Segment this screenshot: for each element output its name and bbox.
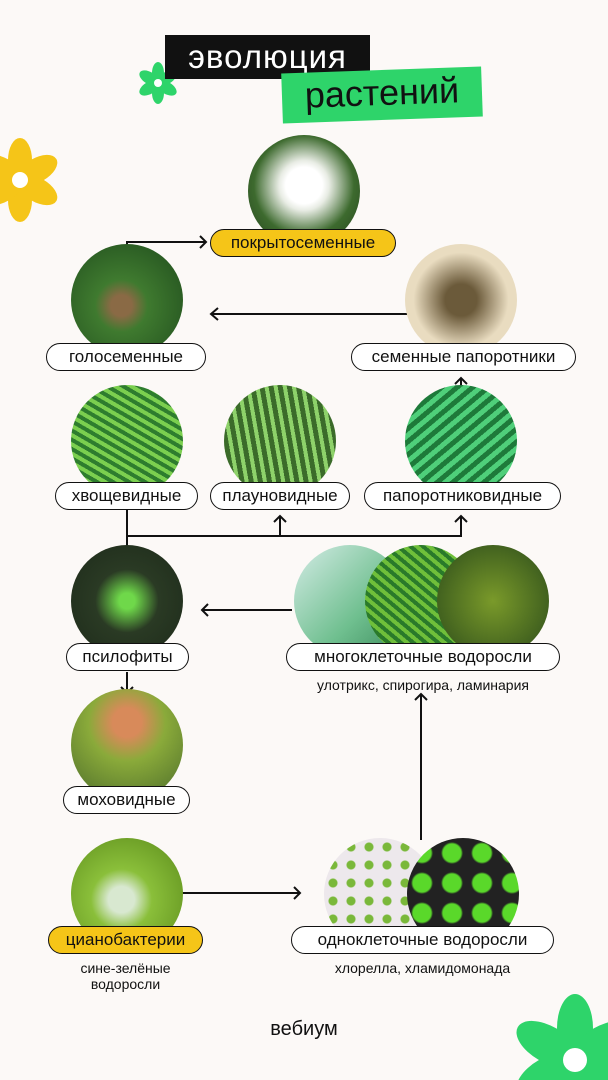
connector xyxy=(126,672,128,692)
connector xyxy=(420,694,422,840)
yellow-flower-icon xyxy=(0,138,58,222)
ferns-label: папоротниковидные xyxy=(364,482,561,510)
gymnosperms-label: голосеменные xyxy=(46,343,206,371)
seed-ferns-label: семенные папоротники xyxy=(351,343,576,371)
gymnosperms-image xyxy=(71,244,183,356)
connector xyxy=(126,535,462,537)
connector xyxy=(182,892,300,894)
connector xyxy=(279,516,281,536)
cyanobacteria-sub-2: водоросли xyxy=(90,976,161,992)
lycophytes-image xyxy=(224,385,336,497)
connector xyxy=(460,516,462,536)
horsetails-label: хвощевидные xyxy=(55,482,198,510)
green-flower-icon xyxy=(516,994,608,1080)
angiosperms-image xyxy=(248,135,360,247)
multicellular-algae-label: многоклеточные водоросли xyxy=(286,643,560,671)
cyanobacteria-label: цианобактерии xyxy=(48,926,203,954)
ferns-image xyxy=(405,385,517,497)
cyanobacteria-sub-1: сине-зелёные xyxy=(80,960,171,976)
connector xyxy=(126,241,206,243)
connector xyxy=(126,510,128,556)
mosses-label: моховидные xyxy=(63,786,190,814)
green-flower-icon xyxy=(139,62,177,104)
horsetails-image xyxy=(71,385,183,497)
connector xyxy=(212,313,407,315)
brand-logo: вебиум xyxy=(270,1018,338,1040)
lycophytes-label: плауновидные xyxy=(210,482,350,510)
multicellular-algae-examples: улотрикс, спирогира, ламинария xyxy=(317,677,529,693)
unicellular-algae-examples: хлорелла, хламидомонада xyxy=(334,960,511,976)
seed-ferns-image xyxy=(405,244,517,356)
psilophytes-image xyxy=(71,545,183,657)
psilophytes-label: псилофиты xyxy=(66,643,189,671)
angiosperms-label: покрытосеменные xyxy=(210,229,396,257)
connector xyxy=(202,609,292,611)
mosses-image xyxy=(71,689,183,801)
unicellular-algae-label: одноклеточные водоросли xyxy=(291,926,554,954)
multicellular-algae-image-3 xyxy=(437,545,549,657)
